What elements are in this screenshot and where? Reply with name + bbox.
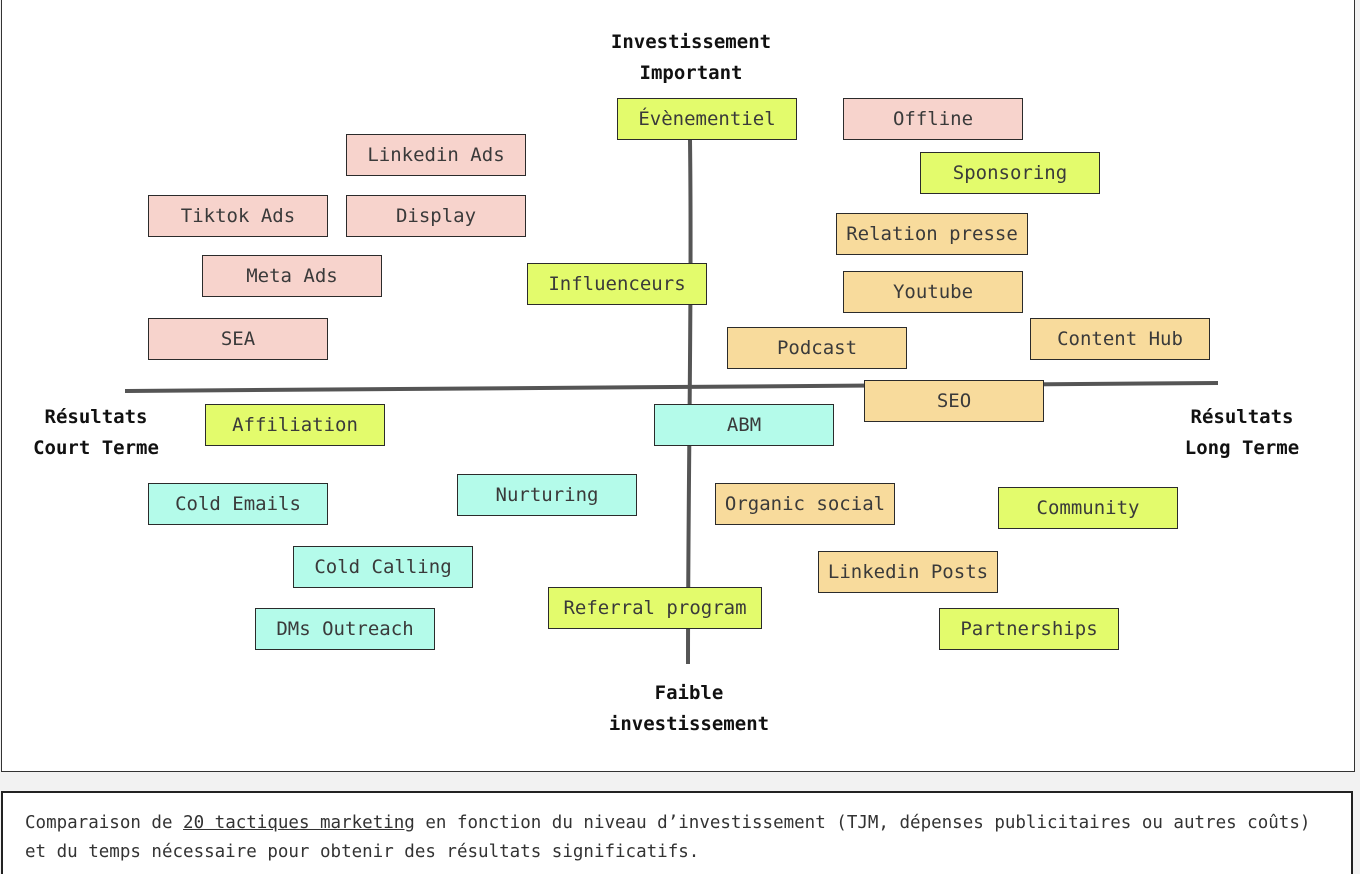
axis-label-right: Résultats Long Terme xyxy=(1162,402,1322,464)
diagram-frame: Investissement Important Faible investis… xyxy=(1,0,1355,772)
tactic-relation-presse[interactable]: Relation presse xyxy=(836,213,1028,255)
tactic-seo[interactable]: SEO xyxy=(864,380,1044,422)
caption-text-start: Comparaison de xyxy=(25,813,184,833)
tactic-nurturing[interactable]: Nurturing xyxy=(457,474,637,516)
vertical-axis xyxy=(686,139,693,665)
tactic-organic-social[interactable]: Organic social xyxy=(715,483,895,525)
axis-label-right-line1: Résultats xyxy=(1190,406,1294,428)
tactic-offline[interactable]: Offline xyxy=(843,98,1023,140)
axis-label-left: Résultats Court Terme xyxy=(16,402,176,464)
axis-label-bottom-line2: investissement xyxy=(608,713,770,735)
tactic-evenementiel[interactable]: Évènementiel xyxy=(617,98,797,140)
axis-label-right-line2: Long Terme xyxy=(1184,437,1300,459)
tactic-cold-emails[interactable]: Cold Emails xyxy=(148,483,328,525)
tactic-linkedin-posts[interactable]: Linkedin Posts xyxy=(818,551,998,593)
axis-label-top-line2: Important xyxy=(639,62,743,84)
tactic-dms-outreach[interactable]: DMs Outreach xyxy=(255,608,435,650)
axis-label-bottom: Faible investissement xyxy=(589,678,789,740)
tactic-tiktok-ads[interactable]: Tiktok Ads xyxy=(148,195,328,237)
tactic-community[interactable]: Community xyxy=(998,487,1178,529)
tactic-podcast[interactable]: Podcast xyxy=(727,327,907,369)
tactic-display[interactable]: Display xyxy=(346,195,526,237)
axis-label-left-line2: Court Terme xyxy=(33,437,159,459)
tactic-partnerships[interactable]: Partnerships xyxy=(939,608,1119,650)
tactic-content-hub[interactable]: Content Hub xyxy=(1030,318,1210,360)
tactic-youtube[interactable]: Youtube xyxy=(843,271,1023,313)
tactic-linkedin-ads[interactable]: Linkedin Ads xyxy=(346,134,526,176)
horizontal-axis xyxy=(124,381,1219,393)
axis-label-top-line1: Investissement xyxy=(610,31,772,53)
tactic-meta-ads[interactable]: Meta Ads xyxy=(202,255,382,297)
tactic-sea[interactable]: SEA xyxy=(148,318,328,360)
axis-label-left-line1: Résultats xyxy=(44,406,148,428)
axis-label-top: Investissement Important xyxy=(591,27,791,89)
caption-box: Comparaison de 20 tactiques marketing en… xyxy=(1,791,1353,874)
axis-label-bottom-line1: Faible xyxy=(654,682,724,704)
tactic-sponsoring[interactable]: Sponsoring xyxy=(920,152,1100,194)
caption-link[interactable]: 20 tactiques marketing xyxy=(183,813,415,833)
caption-text-end: en fonction du niveau d’investissement (… xyxy=(25,813,1311,862)
tactic-abm[interactable]: ABM xyxy=(654,404,834,446)
tactic-influenceurs[interactable]: Influenceurs xyxy=(527,263,707,305)
tactic-cold-calling[interactable]: Cold Calling xyxy=(293,546,473,588)
tactic-affiliation[interactable]: Affiliation xyxy=(205,404,385,446)
tactic-referral-program[interactable]: Referral program xyxy=(548,587,762,629)
